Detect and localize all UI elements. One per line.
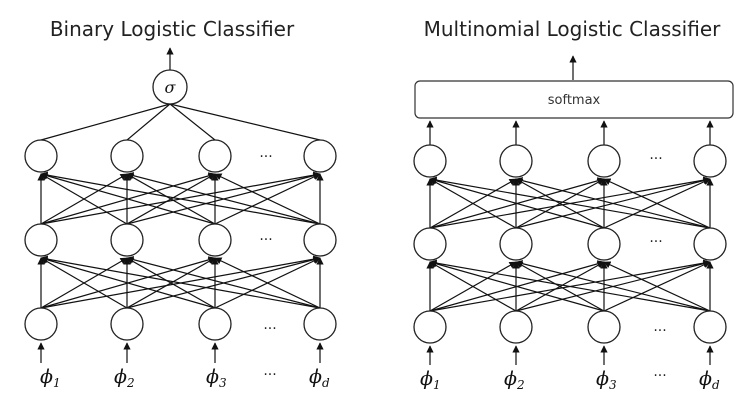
binary-input-label-d: ϕd	[309, 366, 330, 390]
binary-edge-1-2-0	[40, 172, 216, 225]
binary-edge-1-3-0	[40, 171, 321, 225]
multi-node-1-0	[413, 227, 447, 261]
binary-output-edge-1	[126, 103, 171, 141]
binary-node-2-3	[303, 307, 337, 341]
sigma-node	[152, 69, 188, 105]
multi-node-1-2	[587, 227, 621, 261]
binary-node-1-3	[303, 223, 337, 257]
binary-input-label-1: ϕ1	[40, 366, 61, 390]
binary-edge-2-3-2	[214, 257, 321, 309]
binary-title: Binary Logistic Classifier	[50, 17, 295, 41]
binary-ellipsis-bottom: ...	[263, 317, 276, 333]
binary-input-label-3: ϕ3	[206, 366, 227, 390]
sigma-label: σ	[165, 78, 177, 97]
binary-input-label-2: ϕ2	[114, 366, 135, 390]
binary-nodes	[24, 139, 337, 341]
multinomial-input-label-3: ϕ3	[596, 368, 617, 392]
binary-edge-1-3-1	[126, 172, 321, 225]
multi-edge-2-1-0	[429, 261, 517, 312]
multi-node-0-3	[693, 144, 727, 178]
binary-edge-2-3-0	[40, 255, 321, 309]
multi-node-0-1	[499, 144, 533, 178]
multi-node-0-0	[413, 144, 447, 178]
multi-edge-1-1-0	[429, 178, 517, 229]
softmax-box	[414, 80, 734, 119]
binary-node-0-1	[110, 139, 144, 173]
binary-edge-2-2-1	[126, 257, 216, 309]
binary-output-edge-3	[169, 103, 321, 141]
multinomial-input-label-d: ϕd	[699, 368, 720, 392]
multi-edge-2-3-0	[429, 259, 711, 312]
binary-node-2-2	[198, 307, 232, 341]
multi-node-2-3	[693, 310, 727, 344]
binary-node-2-1	[110, 307, 144, 341]
binary-output-edge-0	[40, 103, 171, 141]
binary-edge-2-3-1	[126, 256, 321, 309]
binary-node-1-0	[24, 223, 58, 257]
binary-node-0-0	[24, 139, 58, 173]
binary-edge-2-2-0	[40, 256, 216, 309]
binary-edges	[37, 103, 324, 363]
softmax-label: softmax	[548, 93, 601, 108]
binary-node-0-2	[198, 139, 232, 173]
multi-edge-1-2-1	[515, 178, 605, 229]
multinomial-ellipsis-top: ...	[649, 147, 662, 163]
multinomial-panel: Multinomial Logistic Classifier softmax …	[413, 17, 734, 392]
multinomial-input-label-2: ϕ2	[504, 368, 525, 392]
binary-node-1-2	[198, 223, 232, 257]
multi-edge-2-2-1	[515, 261, 605, 312]
binary-node-0-3	[303, 139, 337, 173]
multinomial-title: Multinomial Logistic Classifier	[424, 17, 722, 41]
binary-node-2-0	[24, 307, 58, 341]
binary-ellipsis-inputs: ...	[263, 363, 276, 379]
multi-edge-2-3-2	[603, 261, 711, 312]
binary-ellipsis-top: ...	[259, 145, 272, 161]
binary-panel: Binary Logistic Classifier σ ... ... ...…	[24, 17, 337, 390]
binary-edge-1-3-2	[214, 173, 321, 225]
multi-node-2-1	[499, 310, 533, 344]
multinomial-ellipsis-bottom: ...	[653, 319, 666, 335]
binary-edge-2-1-0	[40, 257, 128, 309]
multi-edge-2-2-0	[429, 260, 605, 312]
multinomial-nodes	[413, 144, 727, 344]
binary-edge-1-1-0	[40, 173, 128, 225]
binary-ellipsis-middle: ...	[259, 228, 272, 244]
multi-edge-2-3-1	[515, 260, 711, 312]
multi-node-2-0	[413, 310, 447, 344]
binary-output-edge-2	[169, 103, 216, 141]
multinomial-input-label-1: ϕ1	[420, 368, 441, 392]
multi-node-0-2	[587, 144, 621, 178]
multi-node-1-3	[693, 227, 727, 261]
binary-node-1-1	[110, 223, 144, 257]
multi-edge-1-3-0	[429, 176, 711, 229]
multi-edge-1-3-1	[515, 177, 711, 229]
binary-edge-1-2-1	[126, 173, 216, 225]
multi-node-2-2	[587, 310, 621, 344]
multi-edge-1-3-2	[603, 178, 711, 229]
multinomial-edges	[426, 120, 714, 365]
multinomial-ellipsis-middle: ...	[649, 230, 662, 246]
multinomial-ellipsis-inputs: ...	[653, 364, 666, 380]
multi-node-1-1	[499, 227, 533, 261]
multi-edge-1-2-0	[429, 177, 605, 229]
